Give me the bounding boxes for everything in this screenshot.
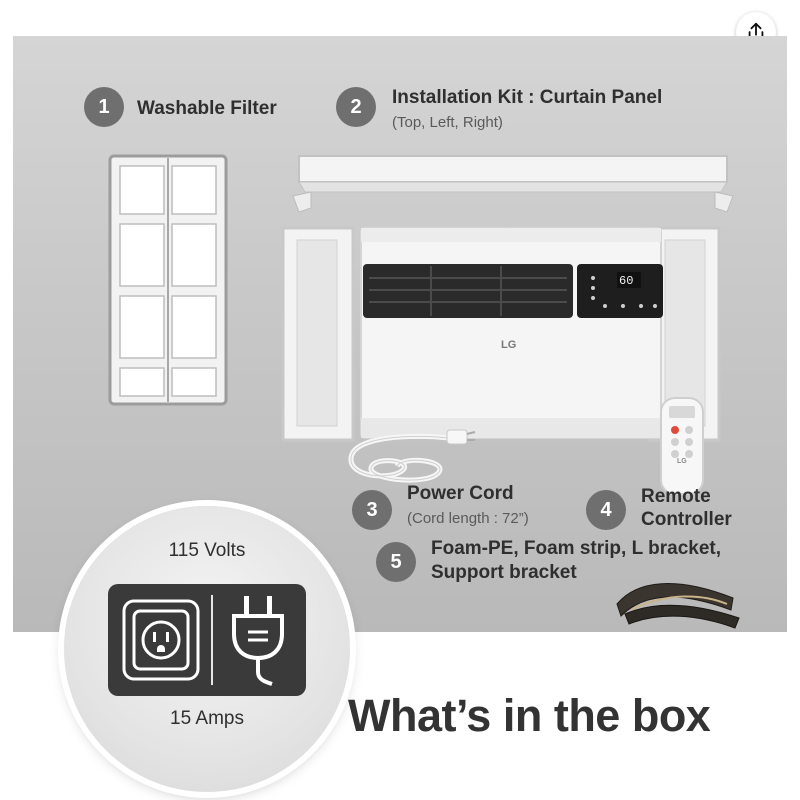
plug-outlet-box <box>108 584 306 696</box>
remote-brand-logo: LG <box>677 458 687 465</box>
outlet-icon <box>122 599 200 681</box>
item-title-support-bracket: Support bracket <box>431 562 577 583</box>
whats-in-the-box-caption: What’s in the box <box>348 690 711 741</box>
product-image-panel: 1 Washable Filter 2 Installation Kit : C… <box>13 36 787 632</box>
ac-display-value: 60 <box>619 274 634 288</box>
item-title-installation-kit: Installation Kit : Curtain Panel <box>392 87 663 108</box>
item-number-1: 1 <box>84 87 124 127</box>
item-title-foam-brackets: Foam-PE, Foam strip, L bracket, <box>431 538 722 559</box>
item-number-4: 4 <box>586 490 626 530</box>
plug-divider <box>210 595 213 685</box>
air-conditioner-image <box>360 227 663 439</box>
foam-strips-image <box>616 583 740 629</box>
item-number-3: 3 <box>352 490 392 530</box>
volts-label: 115 Volts <box>168 540 246 561</box>
curtain-panel-top-image <box>292 155 734 213</box>
washable-filter-image <box>108 154 228 406</box>
power-cord-image <box>348 429 476 483</box>
item-title-remote: Remote <box>641 486 711 507</box>
plug-icon <box>231 596 284 686</box>
amps-label: 15 Amps <box>170 708 244 729</box>
item-subtitle-power-cord: (Cord length : 72”) <box>407 510 529 527</box>
item-title-washable-filter: Washable Filter <box>137 98 277 119</box>
item-number-5: 5 <box>376 542 416 582</box>
item-title-power-cord: Power Cord <box>407 483 514 504</box>
item-subtitle-installation-kit: (Top, Left, Right) <box>392 114 503 131</box>
electrical-spec-badge: 115 Volts 15 Amps <box>64 506 350 792</box>
ac-brand-logo: LG <box>501 339 517 351</box>
item-number-2: 2 <box>336 87 376 127</box>
remote-controller-image <box>660 397 704 495</box>
item-title-controller: Controller <box>641 509 732 530</box>
